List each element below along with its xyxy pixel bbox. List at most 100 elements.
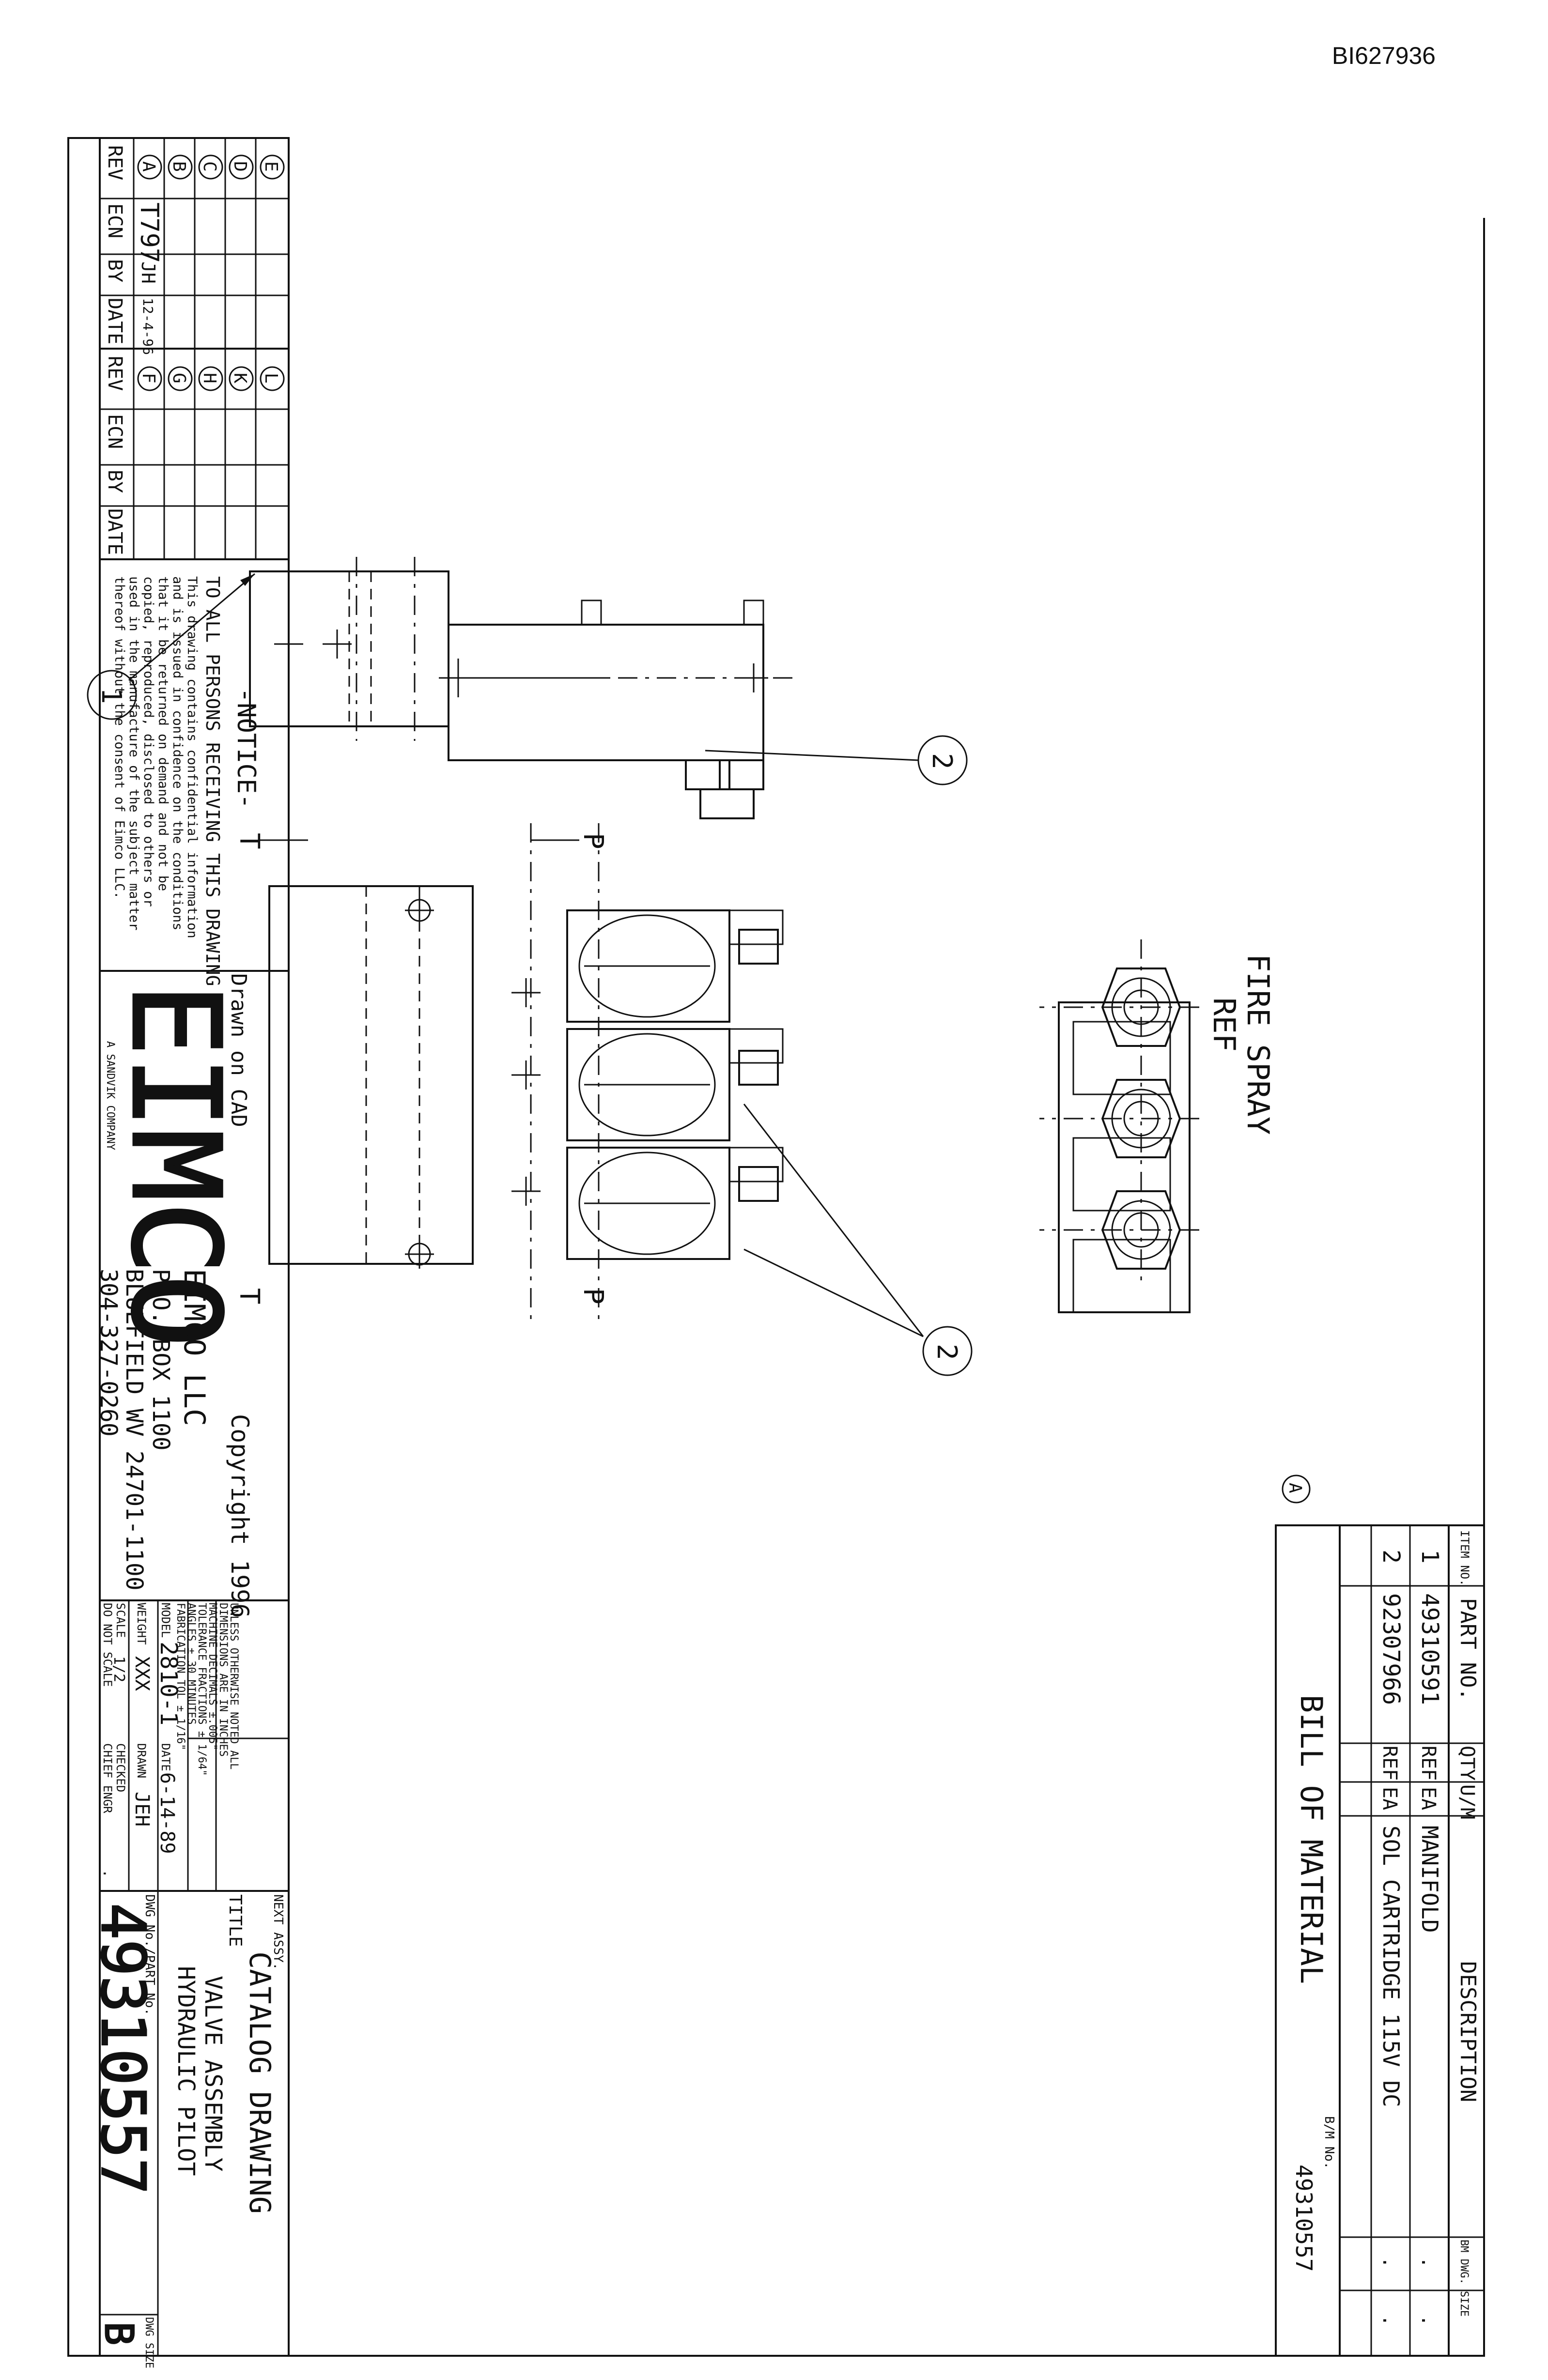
address-line-3: 304-327-0260 — [95, 1269, 122, 1437]
checked-label: CHECKED — [114, 1743, 127, 1792]
notice-title: -NOTICE- — [232, 688, 261, 809]
cartridge-body-side — [448, 624, 764, 761]
bom-row2-item: 2 — [1378, 1550, 1405, 1564]
date-header: DATE — [104, 298, 126, 344]
bom-row2-um: EA — [1378, 1787, 1401, 1810]
view-side-elevation — [249, 557, 792, 819]
rev-header-2: REV — [104, 356, 126, 391]
view-top-plan — [268, 823, 784, 1327]
notice-line-4: copied, reproduced, disclosed to others … — [141, 576, 156, 907]
bom-row2-size1: . — [1378, 2257, 1401, 2268]
bom-number-label: B/M No. — [1322, 2116, 1336, 2169]
port-t-bottom: T — [233, 1288, 265, 1305]
balloon-2b — [922, 1326, 973, 1376]
copyright: Copyright 1996 — [226, 1414, 254, 1618]
rev-letter-b: B — [169, 161, 189, 172]
revision-balloon-a — [1282, 1474, 1311, 1504]
bom-row1-desc: MANIFOLD — [1417, 1826, 1443, 1933]
rev-a-ecn: T797 — [135, 202, 164, 263]
bom-row1-part: 49310591 — [1416, 1593, 1443, 1705]
rev-letter-c: C — [200, 161, 219, 172]
tolerance-line-2: DIMENSIONS ARE IN INCHES — [217, 1603, 229, 1757]
title-line-2: HYDRAULIC PILOT — [172, 1966, 200, 2176]
company-name: EIMCO LLC — [177, 1269, 211, 1426]
ecn-header: ECN — [104, 203, 126, 238]
bom-item-header: ITEM NO. — [1458, 1530, 1471, 1586]
bom-number: 49310557 — [1291, 2165, 1317, 2272]
model-value: 2810-1 — [155, 1642, 182, 1725]
port-p-top: P — [577, 833, 609, 849]
eimco-logo: EIMCO — [105, 983, 246, 1348]
chief-engr-label: CHIEF ENGR — [101, 1743, 114, 1813]
next-assy-label: NEXT ASSY. — [271, 1894, 285, 1970]
scale-value: 1/2 — [110, 1656, 127, 1682]
tolerance-line-6: FABRICATION TOL ± 1/16" — [174, 1603, 186, 1750]
rev-header: REV — [104, 145, 126, 180]
bom-row2-desc: SOL CARTRIDGE 115V DC — [1378, 1826, 1404, 2107]
port-t-top: T — [233, 833, 265, 849]
date-header-2: DATE — [104, 508, 126, 555]
tolerance-line-5: ANGLES ± 30 MINUTES — [185, 1603, 197, 1725]
rev-letter-d: D — [230, 161, 250, 172]
bom-row2-size2: . — [1378, 2315, 1401, 2326]
tolerance-line-3: MACHINE DECIMALS ±.005" — [206, 1603, 218, 1750]
tolerance-line-4: TOLERANCE FRACTIONS ± 1/64" — [196, 1603, 208, 1776]
ecn-header-2: ECN — [104, 414, 126, 449]
notice-line-5: used in the manufacture of the subject m… — [126, 576, 141, 931]
bom-row1-size1: . — [1417, 2257, 1440, 2268]
scale-label: SCALE — [114, 1603, 127, 1638]
leader-2a — [705, 750, 919, 761]
balloon-2a — [917, 735, 968, 785]
notice-line-1: This drawing contains confidential infor… — [185, 576, 200, 938]
rev-a-date: 12-4-96 — [140, 298, 156, 355]
title-line-1: VALVE ASSEMBLY — [200, 1976, 227, 2172]
bom-qty-header: QTY — [1456, 1746, 1478, 1781]
rev-letter-k: K — [230, 373, 250, 384]
tolerance-line-1: UNLESS OTHERWISE NOTED ALL — [228, 1603, 240, 1769]
date-label: DATE — [159, 1743, 172, 1771]
bom-size-header: BM DWG. SIZE — [1458, 2240, 1470, 2317]
by-header: BY — [104, 259, 126, 282]
title-block: NEXT ASSY. CATALOG DRAWING TITLE VALVE A… — [87, 1890, 290, 2368]
next-assy-value: CATALOG DRAWING — [243, 1951, 277, 2214]
leader-2b — [743, 1104, 924, 1337]
bom-desc-header: DESCRIPTION — [1455, 1961, 1480, 2102]
rev-letter-h: H — [200, 373, 219, 384]
bom-title: BILL OF MATERIAL — [1294, 1695, 1329, 1984]
tolerance-block: UNLESS OTHERWISE NOTED ALL DIMENSIONS AR… — [99, 1599, 290, 1892]
address-line-2: BLUEFIELD WV 24701-1100 — [121, 1269, 148, 1591]
title-label: TITLE — [225, 1894, 245, 1947]
dwg-size-value: B — [96, 2322, 141, 2345]
sandvik-tagline: A SANDVIK COMPANY — [104, 1041, 116, 1150]
bom-row1-size2: . — [1417, 2315, 1440, 2326]
drawn-on-cad: Drawn on CAD — [226, 973, 251, 1127]
view-fire-spray — [1039, 939, 1199, 1313]
bom-row2-part: 92307966 — [1378, 1593, 1405, 1705]
bom-part-header: PART NO. — [1455, 1598, 1480, 1701]
model-label: MODEL — [159, 1603, 172, 1638]
balloon-2a-label: 2 — [926, 753, 958, 769]
date-value: 6-14-89 — [156, 1772, 178, 1854]
by-header-2: BY — [104, 470, 126, 493]
do-not-scale: DO NOT SCALE — [101, 1603, 114, 1687]
rev-letter-g: G — [169, 373, 189, 384]
bill-of-material: ITEM NO. PART NO. QTY U/M DESCRIPTION BM… — [1275, 1524, 1485, 2357]
drawn-label: DRAWN — [135, 1743, 148, 1778]
dwg-number: 49310557 — [88, 1903, 158, 2195]
fire-spray-ref: REF — [1207, 998, 1242, 1052]
rev-letter-f: F — [139, 373, 158, 384]
address-line-1: P.O. BOX 1100 — [147, 1269, 174, 1451]
bom-row1-um: EA — [1417, 1787, 1440, 1810]
notice-block: -NOTICE- TO ALL PERSONS RECEIVING THIS D… — [99, 558, 290, 986]
drawn-value: JEH — [131, 1792, 153, 1827]
balloon-1 — [87, 670, 137, 720]
sheet-border — [67, 137, 1485, 2357]
weight-label: WEIGHT — [135, 1603, 148, 1645]
rev-letter-e: E — [261, 161, 281, 172]
company-block: Drawn on CAD EIMCO A SANDVIK COMPANY EIM… — [95, 970, 290, 1618]
notice-line-3: that it be returned on demand and not be — [155, 576, 170, 891]
revision-balloon-a-label: A — [1285, 1483, 1305, 1493]
balloon-2b-label: 2 — [931, 1344, 962, 1360]
